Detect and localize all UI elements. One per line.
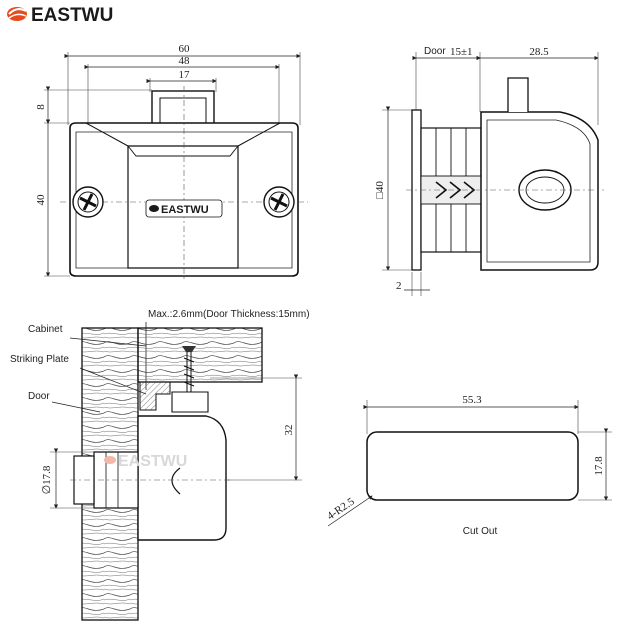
cutout-caption: Cut Out — [463, 526, 498, 537]
side-push-button — [507, 77, 529, 112]
dim-side-height: □40 — [374, 181, 386, 199]
brand-logo: EASTWU — [7, 5, 113, 26]
dim-cutout-height: 17.8 — [593, 456, 605, 476]
label-striking-plate: Striking Plate — [10, 354, 69, 365]
side-door-label: Door — [424, 46, 446, 57]
brand-swoosh-icon — [7, 7, 27, 21]
label-door: Door — [28, 391, 50, 402]
screw-right-icon — [263, 186, 295, 218]
brand-name: EASTWU — [31, 5, 113, 26]
install-view: Max.:2.6mm(Door Thickness:15mm) Cabinet … — [10, 309, 310, 621]
dim-height: 40 — [35, 194, 47, 206]
push-button — [151, 90, 215, 126]
cabinet-panel — [137, 327, 263, 383]
max-note: Max.:2.6mm(Door Thickness:15mm) — [148, 309, 310, 320]
screw-left-icon — [72, 186, 104, 218]
striking-plate — [139, 381, 171, 411]
dim-door: 15±1 — [450, 46, 473, 58]
cutout-shape — [366, 431, 579, 501]
dim-width-total: 60 — [179, 43, 191, 55]
dim-button-height: 8 — [35, 104, 47, 110]
dim-depth: 28.5 — [529, 46, 549, 58]
cutout-view: 55.3 17.8 4-R2.5 Cut Out — [325, 394, 612, 537]
install-latch-body — [137, 415, 227, 541]
dim-diameter: ∅17.8 — [41, 465, 53, 494]
dim-offset: 32 — [283, 425, 295, 436]
dim-cutout-width: 55.3 — [462, 394, 482, 406]
dim-flange: 2 — [396, 280, 402, 292]
side-view: Door 15±1 28.5 □40 2 — [374, 46, 604, 296]
watermark-swoosh-icon — [104, 456, 116, 464]
body-logo-icon — [149, 205, 159, 212]
label-cabinet: Cabinet — [28, 324, 63, 335]
body-logo-text: EASTWU — [161, 204, 209, 216]
front-view: 60 48 17 8 40 — [35, 43, 308, 282]
dim-width-holes: 48 — [179, 55, 191, 67]
install-watermark: EASTWU — [118, 453, 187, 470]
dim-cutout-radius: 4-R2.5 — [325, 495, 357, 522]
dim-button-width: 17 — [179, 69, 191, 81]
